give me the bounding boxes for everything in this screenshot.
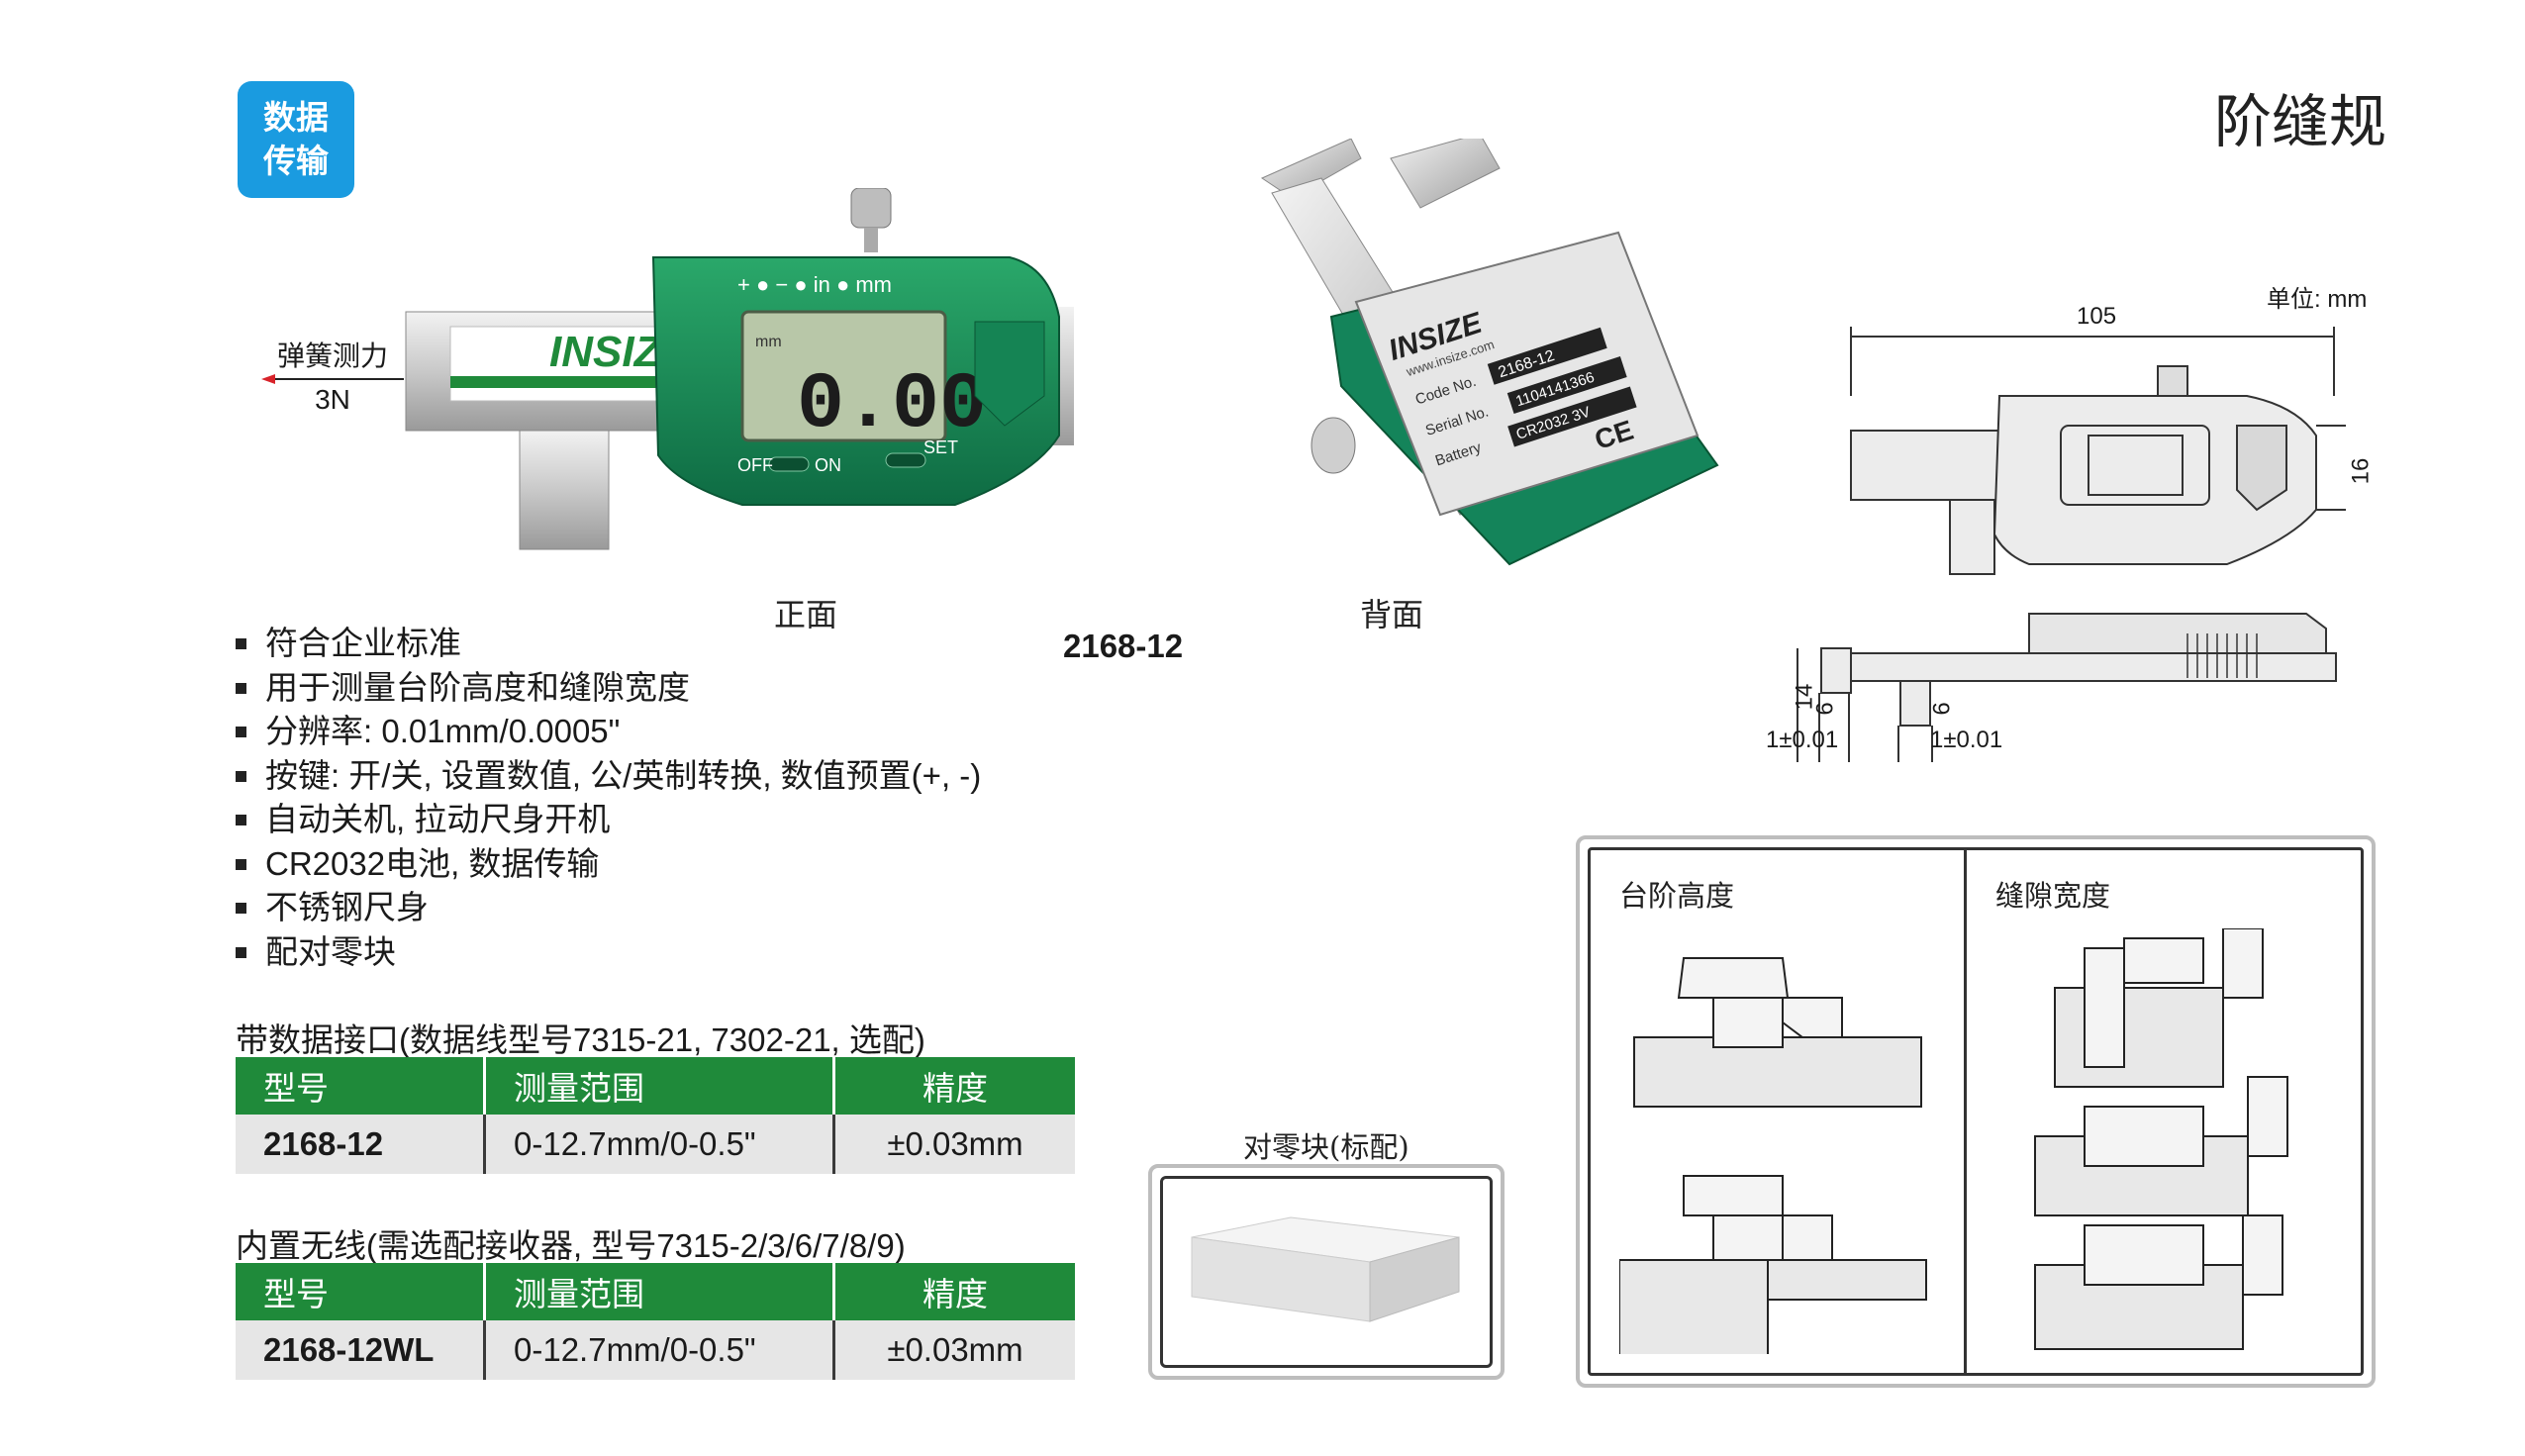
- dim-width: 105: [2077, 303, 2117, 330]
- zero-block-caption: 对零块(标配): [1243, 1130, 1409, 1164]
- cell-accuracy: ±0.03mm: [833, 1320, 1075, 1380]
- cell-model: 2168-12WL: [236, 1320, 486, 1380]
- usage-panel: 台阶高度 缝隙宽度: [1576, 835, 2376, 1388]
- feature-item: 用于测量台阶高度和缝隙宽度: [236, 666, 981, 711]
- spring-force: 弹簧测力 3N: [261, 335, 404, 416]
- back-caption: 背面: [1360, 596, 1424, 633]
- lcd-unit: mm: [755, 334, 782, 350]
- table-row: 2168-12 0-12.7mm/0-0.5" ±0.03mm: [236, 1115, 1075, 1174]
- cell-model: 2168-12: [236, 1115, 486, 1174]
- feature-item: 按键: 开/关, 设置数值, 公/英制转换, 数值预置(+, -): [236, 754, 981, 799]
- lcd-reading: 0.00: [797, 360, 987, 450]
- usage-gap-title: 缝隙宽度: [1995, 879, 2111, 913]
- feature-item: CR2032电池, 数据传输: [236, 842, 981, 887]
- front-caption: 正面: [774, 596, 838, 633]
- col-accuracy: 精度: [833, 1263, 1075, 1320]
- model-number: 2168-12: [1063, 628, 1184, 664]
- zero-block-image: [1191, 1216, 1460, 1322]
- data-transfer-badge: 数据 传输: [238, 81, 354, 198]
- col-model: 型号: [236, 1263, 486, 1320]
- feature-item: 自动关机, 拉动尺身开机: [236, 798, 981, 842]
- col-range: 测量范围: [484, 1263, 835, 1320]
- usage-gap-diagram: [2034, 928, 2288, 1350]
- gauge-back-image: INSIZE www.insize.com Code No. 2168-12 S…: [1260, 139, 1719, 566]
- dim-tolerance-b: 1±0.01: [1930, 727, 2003, 753]
- dim-6b: 6: [1928, 702, 1956, 716]
- feature-list: 符合企业标准 用于测量台阶高度和缝隙宽度 分辨率: 0.01mm/0.0005"…: [236, 622, 981, 974]
- dim-height: 16: [2347, 457, 2375, 485]
- usage-step-title: 台阶高度: [1619, 879, 1735, 913]
- spec-table-wireless: 型号 测量范围 精度 2168-12WL 0-12.7mm/0-0.5" ±0.…: [236, 1263, 1075, 1380]
- spring-arrow-icon: [261, 374, 404, 384]
- feature-item: 不锈钢尺身: [236, 886, 981, 930]
- set-label: SET: [923, 437, 958, 457]
- table1-title: 带数据接口(数据线型号7315-21, 7302-21, 选配): [236, 1021, 925, 1058]
- dim-6a: 6: [1811, 702, 1839, 716]
- table-row: 2168-12WL 0-12.7mm/0-0.5" ±0.03mm: [236, 1320, 1075, 1380]
- off-label: OFF: [737, 455, 773, 475]
- table2-title: 内置无线(需选配接收器, 型号7315-2/3/6/7/8/9): [236, 1227, 906, 1264]
- col-range: 测量范围: [484, 1057, 835, 1115]
- badge-line1: 数据: [263, 99, 329, 136]
- top-buttons-label: + ● − ● in ● mm: [737, 272, 892, 297]
- badge-line2: 传输: [263, 143, 329, 179]
- on-label: ON: [815, 455, 841, 475]
- cell-range: 0-12.7mm/0-0.5": [484, 1320, 835, 1380]
- cell-accuracy: ±0.03mm: [833, 1115, 1075, 1174]
- dim-tolerance-a: 1±0.01: [1766, 727, 1839, 753]
- spec-table-wired: 型号 测量范围 精度 2168-12 0-12.7mm/0-0.5" ±0.03…: [236, 1057, 1075, 1174]
- gauge-front-image: INSIZE mm 0.00 + ● − ● in ● mm OFF ON SE…: [405, 188, 1074, 550]
- spring-force-label: 弹簧测力: [276, 340, 388, 372]
- unit-label: 单位: mm: [2267, 286, 2368, 313]
- dimension-drawing: [1797, 327, 2346, 762]
- page-title: 阶缝规: [2213, 88, 2386, 155]
- cell-range: 0-12.7mm/0-0.5": [484, 1115, 835, 1174]
- spring-force-value: 3N: [315, 384, 350, 415]
- feature-item: 配对零块: [236, 930, 981, 975]
- col-model: 型号: [236, 1057, 486, 1115]
- col-accuracy: 精度: [833, 1057, 1075, 1115]
- feature-item: 符合企业标准: [236, 622, 981, 666]
- zero-block-panel: [1148, 1164, 1505, 1380]
- usage-step-diagram: [1619, 957, 1927, 1354]
- feature-item: 分辨率: 0.01mm/0.0005": [236, 710, 981, 754]
